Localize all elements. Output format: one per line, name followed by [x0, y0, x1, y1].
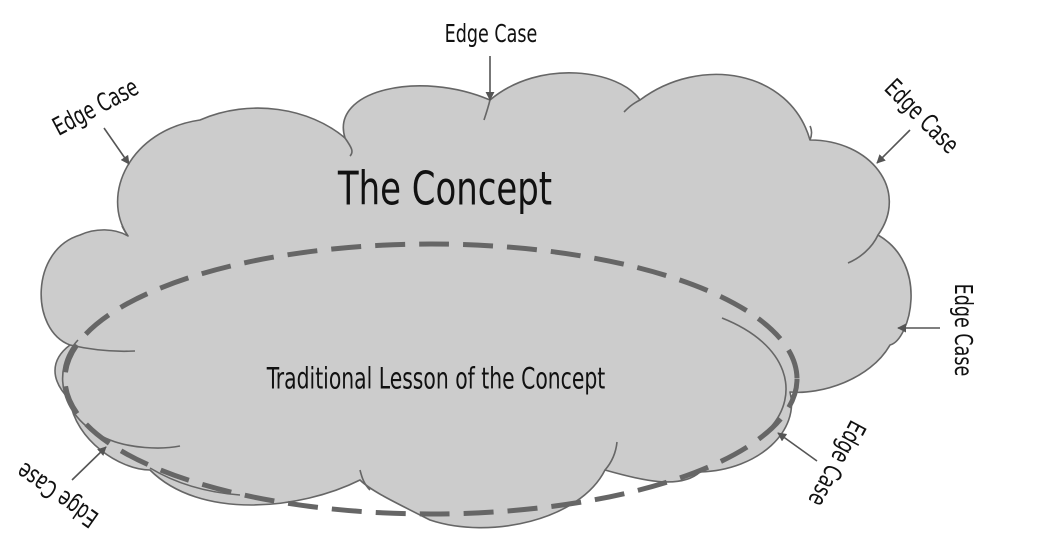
cloud-bump-line [623, 99, 641, 113]
cloud-bump-line [121, 225, 129, 237]
lesson-cloud-outline [359, 469, 371, 491]
edge-case-arrow [71, 446, 107, 481]
edge-case-arrow [876, 129, 911, 164]
cloud-bump-line [344, 137, 353, 157]
lesson-label: Traditional Lesson of the Concept [266, 363, 605, 396]
edge-case-label: Edge Case [948, 284, 977, 377]
lesson-dashed-ellipse [62, 241, 800, 517]
edge-case-label: Edge Case [878, 74, 964, 160]
cloud-bump-line [483, 99, 491, 121]
edge-case-label: Edge Case [48, 73, 143, 142]
edge-case-label: Edge Case [802, 416, 871, 511]
edge-case-label: Edge Case [445, 20, 538, 49]
edge-case-arrow [777, 432, 818, 462]
lesson-cloud-outline [604, 441, 618, 471]
edge-case-arrow [103, 127, 130, 165]
cloud-bump-line [809, 125, 813, 141]
concept-cloud [40, 72, 912, 529]
lesson-cloud-outline [721, 317, 787, 429]
concept-title: The Concept [337, 162, 552, 216]
edge-case-label: Edge Case [11, 456, 104, 533]
cloud-bump-line [847, 234, 879, 264]
